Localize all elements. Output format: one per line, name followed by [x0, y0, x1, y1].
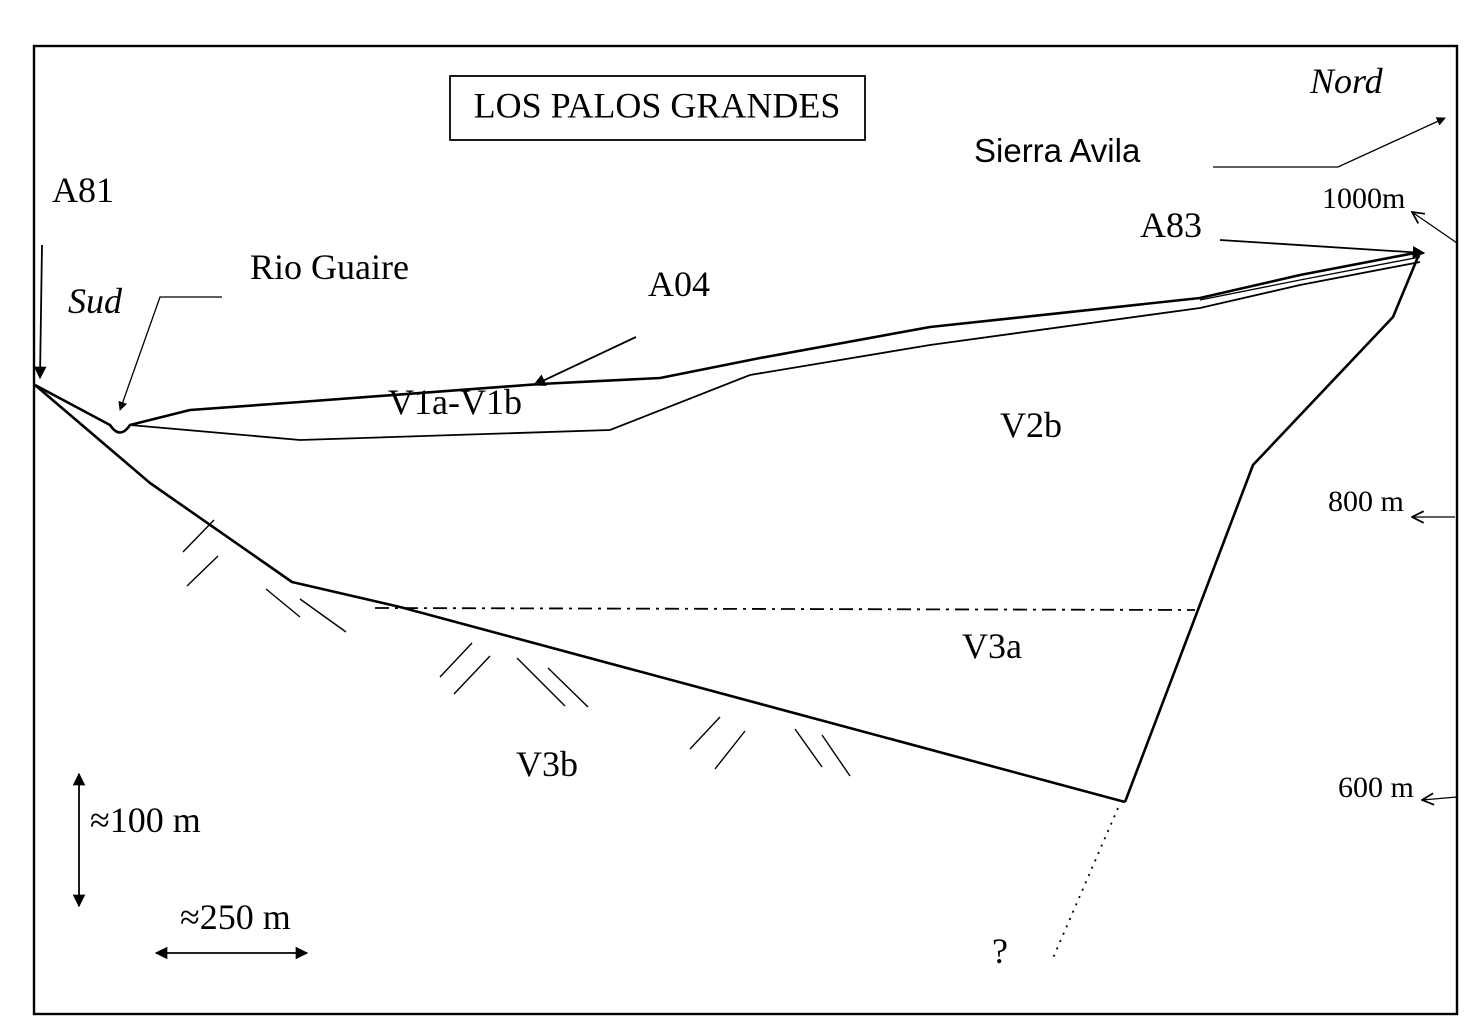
label-a81: A81: [52, 170, 114, 210]
elevation-600-arrow: [1422, 797, 1458, 800]
label-a83: A83: [1140, 205, 1202, 245]
v2b-base-line: [34, 384, 1126, 804]
a81-arrow: [33, 244, 47, 380]
bedrock-boundary-line: [1123, 251, 1422, 803]
v1-layer-base-line: [129, 261, 1421, 441]
ground-surface-line: [34, 250, 1421, 434]
bedrock-hatches: [182, 519, 851, 777]
label-v3b: V3b: [516, 744, 578, 784]
label-sierra-avila: Sierra Avila: [974, 132, 1141, 169]
label-v2b: V2b: [1000, 405, 1062, 445]
title-box: [449, 75, 866, 141]
label-elevation-600: 600 m: [1338, 771, 1414, 804]
diagram-frame: [32, 44, 1459, 1016]
a04-arrow: [532, 336, 637, 386]
label-rio-guaire: Rio Guaire: [250, 247, 409, 287]
label-elevation-800: 800 m: [1328, 485, 1404, 518]
nord-arrow: [1213, 117, 1446, 168]
label-v3a: V3a: [962, 626, 1022, 666]
a83-arrow: [1219, 239, 1426, 259]
elevation-1000-arrow: [1412, 212, 1458, 244]
v3a-interface-line: [374, 607, 1196, 611]
label-horizontal-scale: ≈250 m: [180, 897, 291, 937]
dotted-extension-line: [1052, 807, 1119, 959]
rio-guaire-arrow: [118, 296, 222, 411]
label-a04: A04: [648, 264, 710, 304]
label-unknown: ?: [992, 931, 1008, 971]
label-sud: Sud: [68, 281, 123, 321]
label-vertical-scale: ≈100 m: [90, 800, 201, 840]
label-nord: Nord: [1309, 61, 1384, 101]
label-v1a-v1b: V1a-V1b: [388, 382, 522, 422]
label-elevation-1000: 1000m: [1322, 182, 1405, 215]
surface-layer-line: [1199, 256, 1421, 301]
diagram-title: LOS PALOS GRANDES: [474, 85, 841, 125]
